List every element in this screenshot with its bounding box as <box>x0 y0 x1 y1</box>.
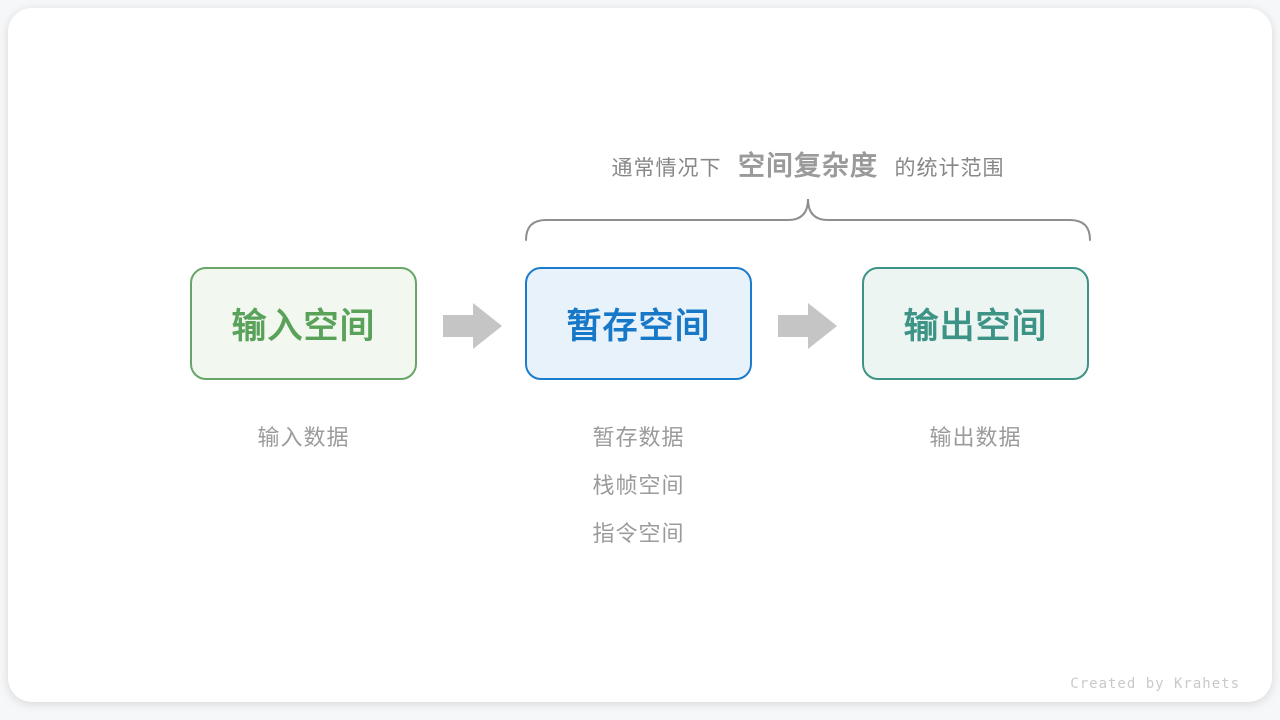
sublabels-input: 输入数据 <box>190 424 417 472</box>
sublabel-output-data: 输出数据 <box>929 425 1022 450</box>
annotation-suffix: 的统计范围 <box>894 157 1005 180</box>
credit-text: Created by Krahets <box>1070 676 1240 692</box>
sublabel-temp-data: 暂存数据 <box>592 425 685 450</box>
box-output-space: 输出空间 <box>862 267 1089 380</box>
sublabel-instruction-space: 指令空间 <box>592 521 685 546</box>
sublabels-output: 输出数据 <box>862 424 1089 472</box>
box-temp-space: 暂存空间 <box>525 267 752 380</box>
right-arrow-icon <box>443 303 502 349</box>
annotation-title: 通常情况下 空间复杂度 的统计范围 <box>525 144 1091 188</box>
right-arrow-icon <box>778 303 837 349</box>
diagram-card: 通常情况下 空间复杂度 的统计范围 输入空间 暂存空间 输出空间 输入数据 暂存… <box>8 8 1272 702</box>
sublabels-temp: 暂存数据 栈帧空间 指令空间 <box>525 424 752 568</box>
box-input-space: 输入空间 <box>190 267 417 380</box>
annotation-highlight: 空间复杂度 <box>738 151 878 181</box>
box-temp-space-label: 暂存空间 <box>566 307 711 346</box>
sublabel-stack-frame-space: 栈帧空间 <box>592 473 685 498</box>
box-input-space-label: 输入空间 <box>231 307 376 346</box>
annotation-prefix: 通常情况下 <box>611 157 722 180</box>
sublabel-input-data: 输入数据 <box>257 425 350 450</box>
box-output-space-label: 输出空间 <box>903 307 1048 346</box>
curly-brace <box>525 198 1091 241</box>
